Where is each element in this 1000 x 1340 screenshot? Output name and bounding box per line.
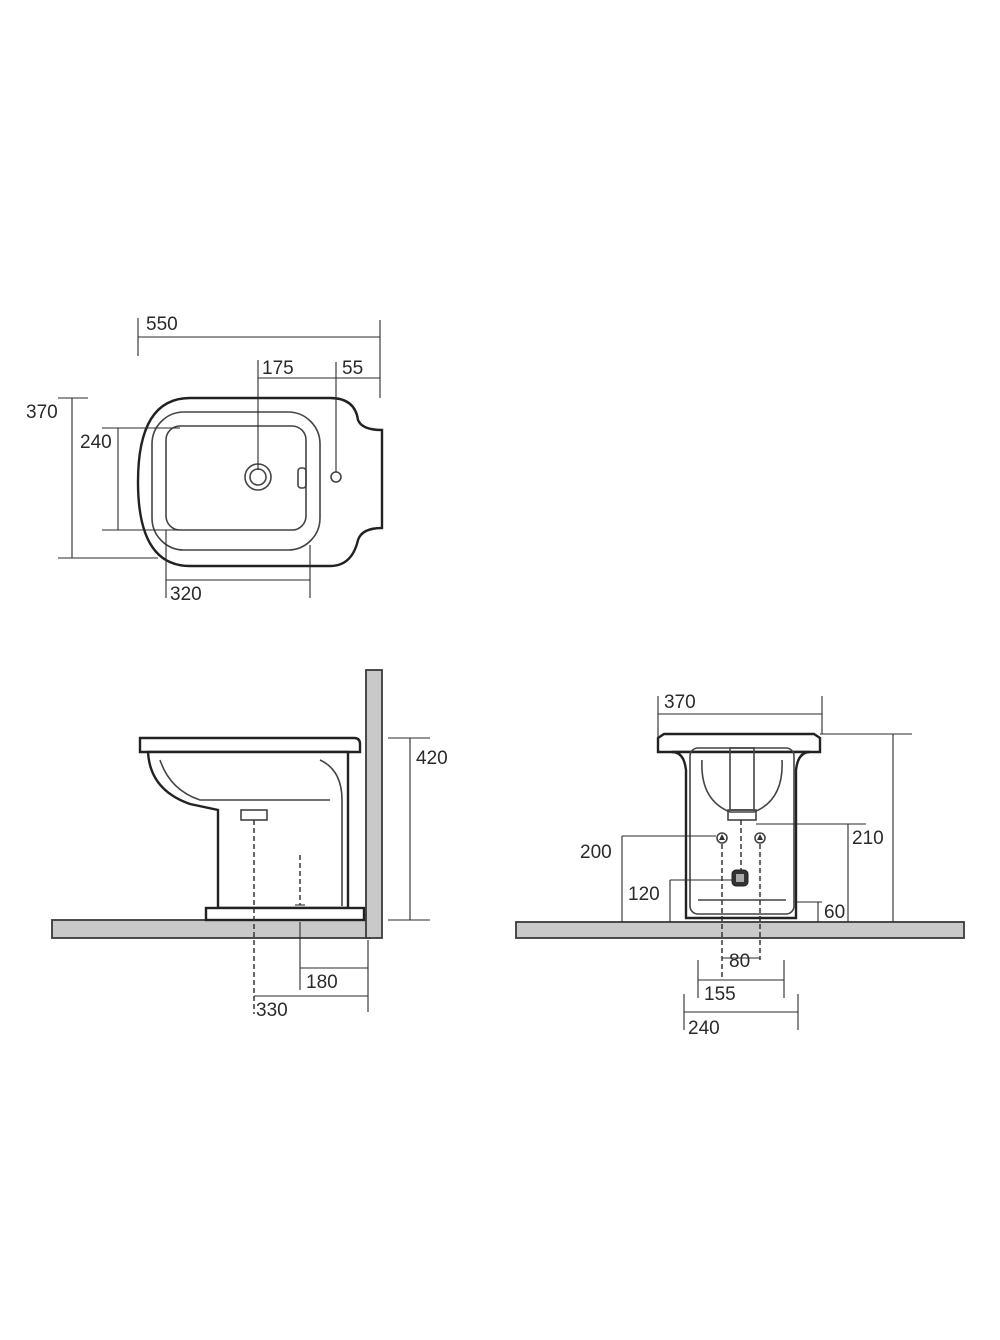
front-rim	[656, 732, 822, 754]
front-outlet	[727, 809, 757, 821]
side-wall	[365, 669, 383, 939]
dim-waste-to-wall: 180	[306, 972, 338, 993]
left-valve-arrow-icon	[719, 834, 725, 840]
dim-outlet-to-wall: 330	[256, 1000, 288, 1021]
side-rim	[138, 736, 362, 754]
front-bowl-curve	[701, 759, 783, 813]
side-bowl	[146, 750, 350, 910]
front-pedestal	[671, 750, 811, 920]
dim-hole-offset: 55	[342, 358, 363, 379]
side-back-edge	[319, 759, 343, 906]
dim-tap-offset: 175	[262, 358, 294, 379]
dim-overall-width: 370	[26, 402, 58, 423]
dim-base-width: 240	[688, 1018, 720, 1039]
front-floor	[515, 921, 965, 939]
left-valve-icon	[716, 832, 728, 844]
dim-rim-width: 370	[664, 692, 696, 713]
plan-rim	[151, 411, 321, 551]
dim-waste-height: 120	[628, 884, 660, 905]
side-base	[204, 906, 366, 922]
right-valve-icon	[754, 832, 766, 844]
right-valve-arrow-icon	[757, 834, 763, 840]
dim-base-height: 60	[824, 902, 845, 923]
side-bowl-inner	[159, 759, 330, 801]
plan-outline	[136, 396, 384, 568]
side-floor	[51, 919, 371, 939]
dim-overall-length: 550	[146, 314, 178, 335]
dim-height: 420	[416, 748, 448, 769]
side-view: 420 180 330	[51, 669, 448, 1021]
dim-outlet-spacing: 155	[704, 984, 736, 1005]
top-view: 550 175 55 370 240 320	[26, 314, 384, 605]
dim-bowl-length: 320	[170, 584, 202, 605]
dim-outlet-height: 210	[852, 828, 884, 849]
overflow-slot	[297, 467, 307, 489]
waste-grid-icon	[736, 874, 744, 882]
front-view: 370 200 210 120 60 80 155	[515, 692, 965, 1039]
dim-bowl-width: 240	[80, 432, 112, 453]
dim-inlet-spacing: 80	[729, 951, 750, 972]
dim-supply-height: 200	[580, 842, 612, 863]
